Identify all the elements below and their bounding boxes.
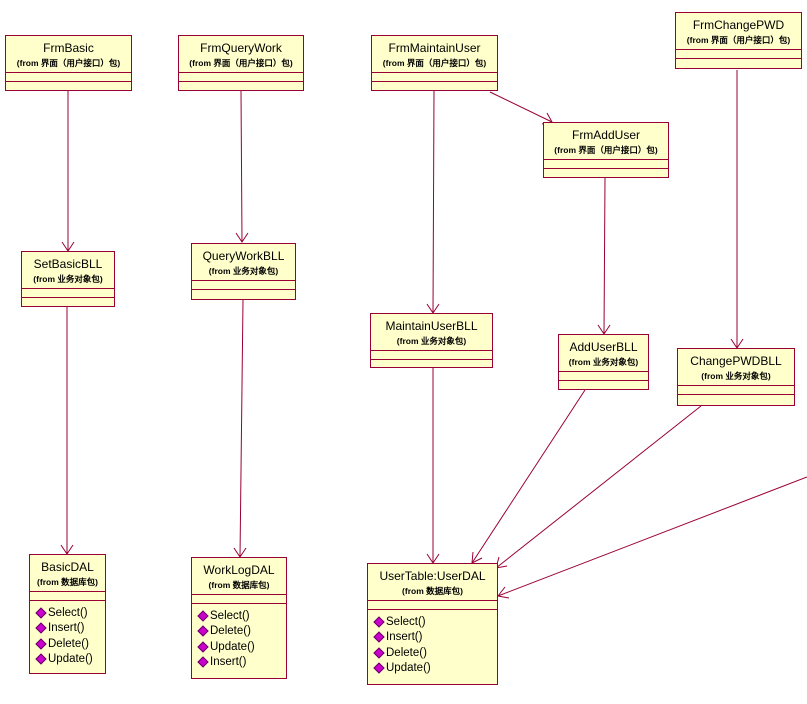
operation-label: Select() xyxy=(210,609,250,622)
package-label: (from 界面（用户接口）包) xyxy=(382,58,487,68)
operations-compartment: Select() Delete() Update() Insert() xyxy=(192,604,286,670)
operation-icon xyxy=(197,625,209,637)
attributes-compartment xyxy=(22,289,114,298)
class-basicdal[interactable]: BasicDAL (from 数据库包) Select() Insert() D… xyxy=(29,554,106,674)
attributes-compartment xyxy=(6,73,131,82)
operation-label: Delete() xyxy=(210,625,251,638)
class-name: FrmQueryWork xyxy=(200,41,282,55)
attributes-compartment xyxy=(678,386,794,395)
class-maintainuserbll[interactable]: MaintainUserBLL (from 业务对象包) xyxy=(370,313,493,368)
class-setbasicbll[interactable]: SetBasicBLL (from 业务对象包) xyxy=(21,251,115,307)
class-name: SetBasicBLL xyxy=(33,257,103,271)
operation-icon xyxy=(35,622,47,634)
operation-icon xyxy=(35,607,47,619)
operation[interactable]: Select() xyxy=(373,614,497,630)
class-frmbasic[interactable]: FrmBasic (from 界面（用户接口）包) xyxy=(5,35,132,91)
operation[interactable]: Delete() xyxy=(35,636,105,652)
class-name: MaintainUserBLL xyxy=(385,319,478,333)
attributes-compartment xyxy=(30,592,105,601)
class-usertable-userdal[interactable]: UserTable:UserDAL (from 数据库包) Select() I… xyxy=(367,563,498,685)
class-changepwdbll[interactable]: ChangePWDBLL (from 业务对象包) xyxy=(677,348,795,406)
operation[interactable]: Update() xyxy=(373,661,497,677)
class-frmadduser[interactable]: FrmAddUser (from 界面（用户接口）包) xyxy=(543,122,669,178)
operation-label: Select() xyxy=(48,606,88,619)
package-label: (from 业务对象包) xyxy=(396,336,467,346)
package-label: (from 数据库包) xyxy=(402,586,463,596)
package-label: (from 业务对象包) xyxy=(33,274,103,284)
class-name: FrmBasic xyxy=(43,41,94,55)
arrow-frmquerywork-queryworkbll xyxy=(240,89,243,243)
operation[interactable]: Insert() xyxy=(373,630,497,646)
operation[interactable]: Insert() xyxy=(35,621,105,637)
package-label: (from 界面（用户接口）包) xyxy=(686,35,791,45)
class-name: WorkLogDAL xyxy=(203,563,275,577)
attributes-compartment xyxy=(192,281,295,290)
package-label: (from 界面（用户接口）包) xyxy=(16,58,121,68)
operations-compartment: Select() Insert() Delete() Update() xyxy=(368,610,497,676)
operation-label: Update() xyxy=(386,662,431,675)
attributes-compartment xyxy=(368,601,497,610)
package-label: (from 界面（用户接口）包) xyxy=(554,145,658,155)
arrow-frmadduser-adduserbll xyxy=(603,177,606,335)
arrow-changepwdbll-usertable xyxy=(495,405,702,569)
class-frmmaintainuser[interactable]: FrmMaintainUser (from 界面（用户接口）包) xyxy=(371,35,498,91)
class-name: UserTable:UserDAL xyxy=(379,569,486,583)
operation-icon xyxy=(373,647,385,659)
attributes-compartment xyxy=(544,160,668,169)
class-name: FrmMaintainUser xyxy=(388,41,481,55)
attributes-compartment xyxy=(371,351,492,360)
class-queryworkbll[interactable]: QueryWorkBLL (from 业务对象包) xyxy=(191,243,296,300)
operation-icon xyxy=(373,662,385,674)
operation[interactable]: Insert() xyxy=(197,655,286,671)
operation-icon xyxy=(35,638,47,650)
package-label: (from 数据库包) xyxy=(208,580,270,590)
operation-label: Select() xyxy=(386,615,426,628)
operation-icon xyxy=(35,653,47,665)
attributes-compartment xyxy=(559,372,648,381)
arrow-queryworkbll-worklogdal xyxy=(239,299,244,558)
operations-compartment: Select() Insert() Delete() Update() xyxy=(30,601,105,667)
package-label: (from 业务对象包) xyxy=(568,357,639,367)
package-label: (from 数据库包) xyxy=(37,577,98,587)
class-worklogdal[interactable]: WorkLogDAL (from 数据库包) Select() Delete()… xyxy=(191,557,287,679)
arrow-frmmaintainuser-maintainuserbll xyxy=(432,89,435,314)
package-label: (from 界面（用户接口）包) xyxy=(189,58,293,68)
operation-icon xyxy=(197,610,209,622)
class-name: AddUserBLL xyxy=(569,340,638,354)
operation-label: Update() xyxy=(48,653,93,666)
class-name: ChangePWDBLL xyxy=(690,354,782,368)
operation-label: Insert() xyxy=(48,622,85,635)
attributes-compartment xyxy=(192,595,286,604)
operation-label: Delete() xyxy=(48,637,89,650)
class-name: FrmAddUser xyxy=(571,128,640,142)
operation[interactable]: Select() xyxy=(35,605,105,621)
attributes-compartment xyxy=(179,73,303,82)
operation-label: Insert() xyxy=(386,631,423,644)
arrow-offscreen-usertable xyxy=(497,476,807,597)
operation-icon xyxy=(197,656,209,668)
operation-icon xyxy=(373,631,385,643)
arrow-frmmaintainuser-frmadduser xyxy=(489,91,553,123)
operation[interactable]: Update() xyxy=(197,639,286,655)
operation[interactable]: Delete() xyxy=(197,624,286,640)
arrow-adduserbll-usertable xyxy=(471,389,586,564)
operation[interactable]: Select() xyxy=(197,608,286,624)
operation[interactable]: Update() xyxy=(35,652,105,668)
class-adduserbll[interactable]: AddUserBLL (from 业务对象包) xyxy=(558,334,649,390)
operation-icon xyxy=(197,641,209,653)
class-frmchangepwd[interactable]: FrmChangePWD (from 界面（用户接口）包) xyxy=(675,12,802,69)
package-label: (from 业务对象包) xyxy=(701,371,771,381)
package-label: (from 业务对象包) xyxy=(208,266,279,276)
operation[interactable]: Delete() xyxy=(373,645,497,661)
operation-label: Delete() xyxy=(386,646,427,659)
attributes-compartment xyxy=(676,50,801,59)
attributes-compartment xyxy=(372,73,497,82)
operation-label: Insert() xyxy=(210,656,247,669)
operation-label: Update() xyxy=(210,640,255,653)
class-name: FrmChangePWD xyxy=(692,18,785,32)
class-name: QueryWorkBLL xyxy=(202,249,285,263)
class-name: BasicDAL xyxy=(41,560,94,574)
operation-icon xyxy=(373,616,385,628)
class-frmquerywork[interactable]: FrmQueryWork (from 界面（用户接口）包) xyxy=(178,35,304,91)
